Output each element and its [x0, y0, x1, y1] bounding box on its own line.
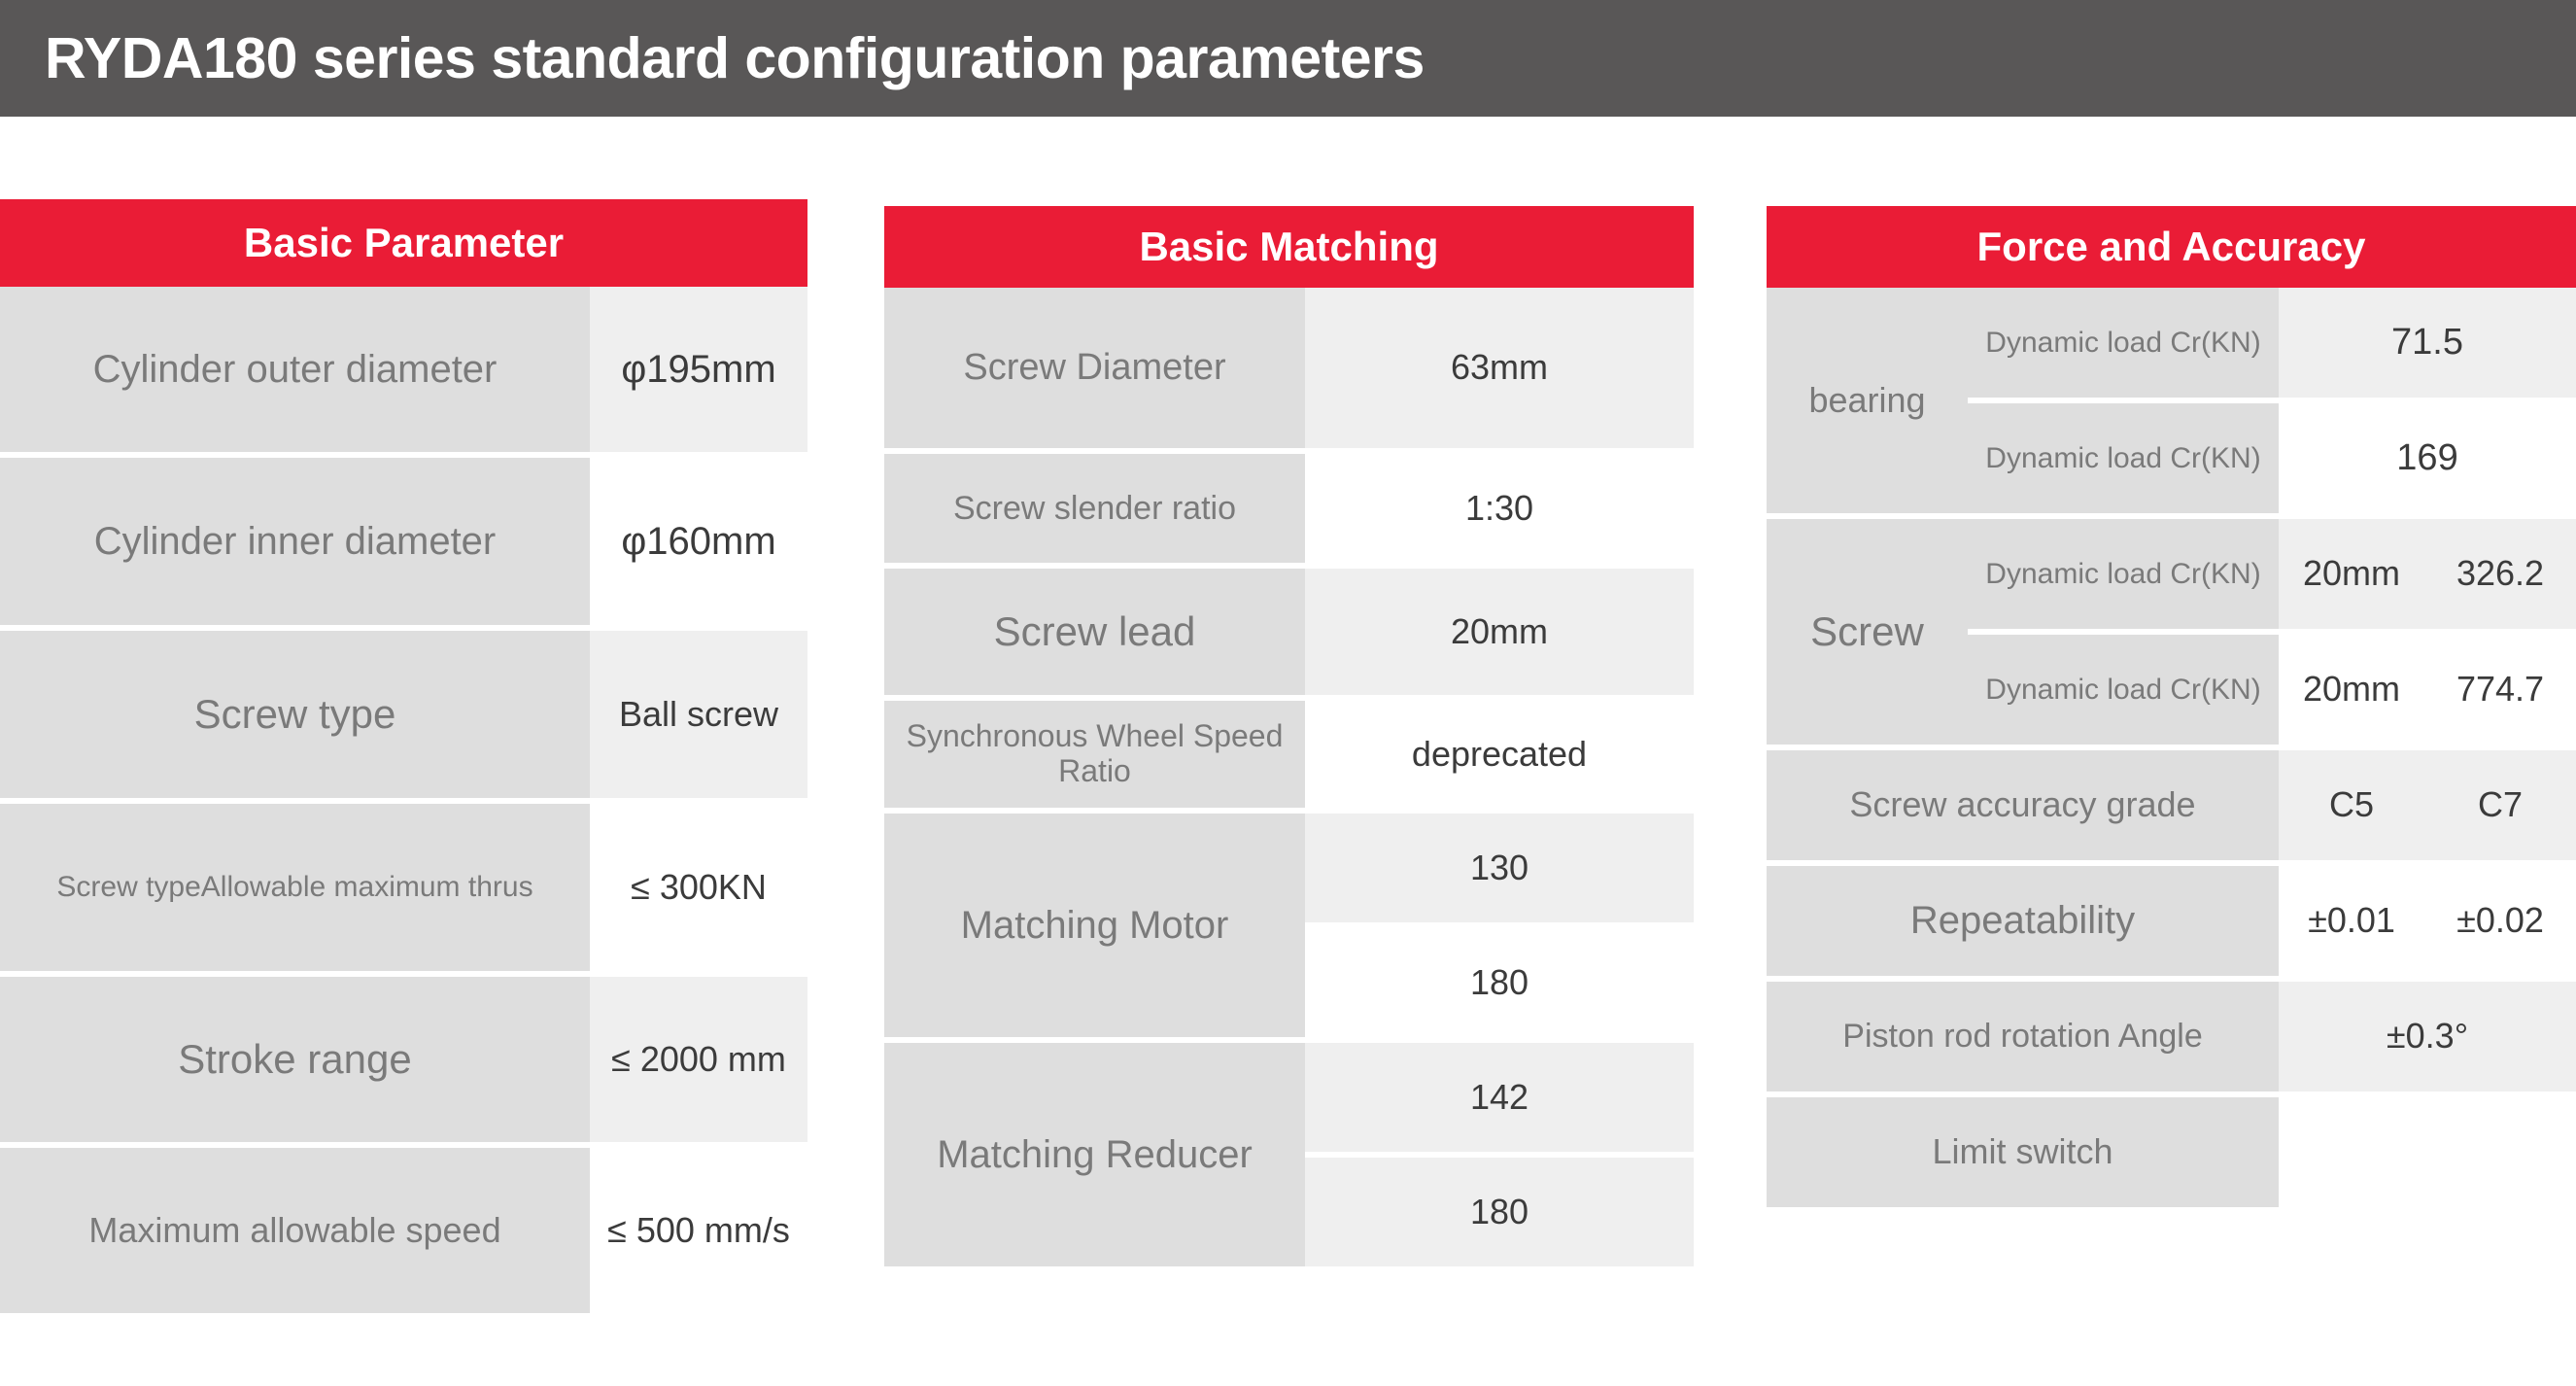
table-row: Screw slender ratio 1:30 [884, 454, 1694, 563]
table-row: Screw type Ball screw [0, 631, 807, 798]
group-label-screw: Screw [1767, 519, 1968, 745]
table-row: Cylinder inner diameter φ160mm [0, 458, 807, 625]
param-value: φ195mm [590, 287, 807, 452]
param-label: Screw type [0, 631, 590, 798]
param-label: Repeatability [1767, 866, 2279, 976]
param-value: 169 [2279, 403, 2576, 513]
param-label: Screw Diameter [884, 288, 1305, 448]
param-value-c5: 20mm [2279, 519, 2424, 629]
row-divider [0, 625, 807, 631]
param-label: Screw accuracy grade [1767, 750, 2279, 860]
row-divider [884, 1037, 1694, 1043]
param-label: Synchronous Wheel Speed Ratio [884, 701, 1305, 808]
param-value: 130 [1305, 814, 1694, 922]
param-value-c7: C7 [2424, 750, 2576, 860]
param-label: Screw typeAllowable maximum thrus [0, 804, 590, 971]
param-label: Matching Reducer [884, 1043, 1305, 1266]
param-value-c5: 20mm [2279, 635, 2424, 745]
table-row: Screw typeAllowable maximum thrus ≤ 300K… [0, 804, 807, 971]
row-divider [884, 563, 1694, 569]
param-label: Screw lead [884, 569, 1305, 695]
param-value-c7: 774.7 [2424, 635, 2576, 745]
param-label: Dynamic load Cr(KN) [1968, 635, 2279, 745]
param-value: ≤ 2000 mm [590, 977, 807, 1142]
row-divider [1767, 745, 2576, 750]
row-divider [884, 808, 1694, 814]
table-row: Maximum allowable speed ≤ 500 mm/s [0, 1148, 807, 1313]
row-divider [1767, 860, 2576, 866]
row-divider [0, 971, 807, 977]
table-row: Stroke range ≤ 2000 mm [0, 977, 807, 1142]
param-value: ±0.3° [2279, 982, 2576, 1091]
param-value [2279, 1097, 2576, 1207]
row-divider [884, 448, 1694, 454]
table-row: Repeatability ±0.01 ±0.02 [1767, 866, 2576, 976]
row-divider [0, 798, 807, 804]
param-value: 180 [1305, 1158, 1694, 1266]
page-title-bar: RYDA180 series standard configuration pa… [0, 0, 2576, 117]
table-row-group-bearing: bearing Dynamic load Cr(KN) 71.5 Dynamic… [1767, 288, 2576, 513]
param-label: Maximum allowable speed [0, 1148, 590, 1313]
param-value: 180 [1305, 928, 1694, 1037]
param-label: Dynamic load Cr(KN) [1968, 403, 2279, 513]
param-label: Cylinder inner diameter [0, 458, 590, 625]
param-label: Matching Motor [884, 814, 1305, 1037]
param-value-c5: ±0.01 [2279, 866, 2424, 976]
table-header-force-and-accuracy: Force and Accuracy [1767, 206, 2576, 288]
row-divider [1767, 976, 2576, 982]
row-divider [0, 452, 807, 458]
param-value: 20mm [1305, 569, 1694, 695]
param-value: 142 [1305, 1043, 1694, 1152]
table-row: Cylinder outer diameter φ195mm [0, 287, 807, 452]
table-row: Piston rod rotation Angle ±0.3° [1767, 982, 2576, 1091]
param-value-c5: C5 [2279, 750, 2424, 860]
param-value: Ball screw [590, 631, 807, 798]
table-row: Screw lead 20mm [884, 569, 1694, 695]
table-header-basic-parameter: Basic Parameter [0, 199, 807, 287]
table-row: Screw accuracy grade C5 C7 [1767, 750, 2576, 860]
row-divider [1968, 629, 2576, 635]
param-value: 71.5 [2279, 288, 2576, 398]
row-divider [1767, 513, 2576, 519]
table-row: Matching Motor 130 180 [884, 814, 1694, 1037]
param-label: Dynamic load Cr(KN) [1968, 288, 2279, 398]
table-row: Matching Reducer 142 180 [884, 1043, 1694, 1266]
table-row: Synchronous Wheel Speed Ratio deprecated [884, 701, 1694, 808]
param-value: ≤ 500 mm/s [590, 1148, 807, 1313]
param-label: Cylinder outer diameter [0, 287, 590, 452]
param-label: Screw slender ratio [884, 454, 1305, 563]
table-basic-matching: Basic Matching Screw Diameter 63mm Screw… [884, 206, 1694, 1266]
table-row: Screw Diameter 63mm [884, 288, 1694, 448]
row-divider [1767, 1091, 2576, 1097]
param-value: ≤ 300KN [590, 804, 807, 971]
table-row: Limit switch [1767, 1097, 2576, 1207]
param-label: Stroke range [0, 977, 590, 1142]
group-label-bearing: bearing [1767, 288, 1968, 513]
param-label: Piston rod rotation Angle [1767, 982, 2279, 1091]
param-value: φ160mm [590, 458, 807, 625]
table-row-group-screw: Screw Dynamic load Cr(KN) 20mm 326.2 Dyn… [1767, 519, 2576, 745]
param-label: Dynamic load Cr(KN) [1968, 519, 2279, 629]
param-value-c7: ±0.02 [2424, 866, 2576, 976]
param-value: 1:30 [1305, 454, 1694, 563]
row-divider [1968, 398, 2576, 403]
table-force-and-accuracy: Force and Accuracy bearing Dynamic load … [1767, 206, 2576, 1207]
table-header-basic-matching: Basic Matching [884, 206, 1694, 288]
page-title: RYDA180 series standard configuration pa… [45, 26, 1425, 90]
table-basic-parameter: Basic Parameter Cylinder outer diameter … [0, 199, 807, 1313]
param-value: deprecated [1305, 701, 1694, 808]
row-divider [0, 1142, 807, 1148]
param-value-c7: 326.2 [2424, 519, 2576, 629]
row-divider [884, 695, 1694, 701]
param-value: 63mm [1305, 288, 1694, 448]
param-label: Limit switch [1767, 1097, 2279, 1207]
